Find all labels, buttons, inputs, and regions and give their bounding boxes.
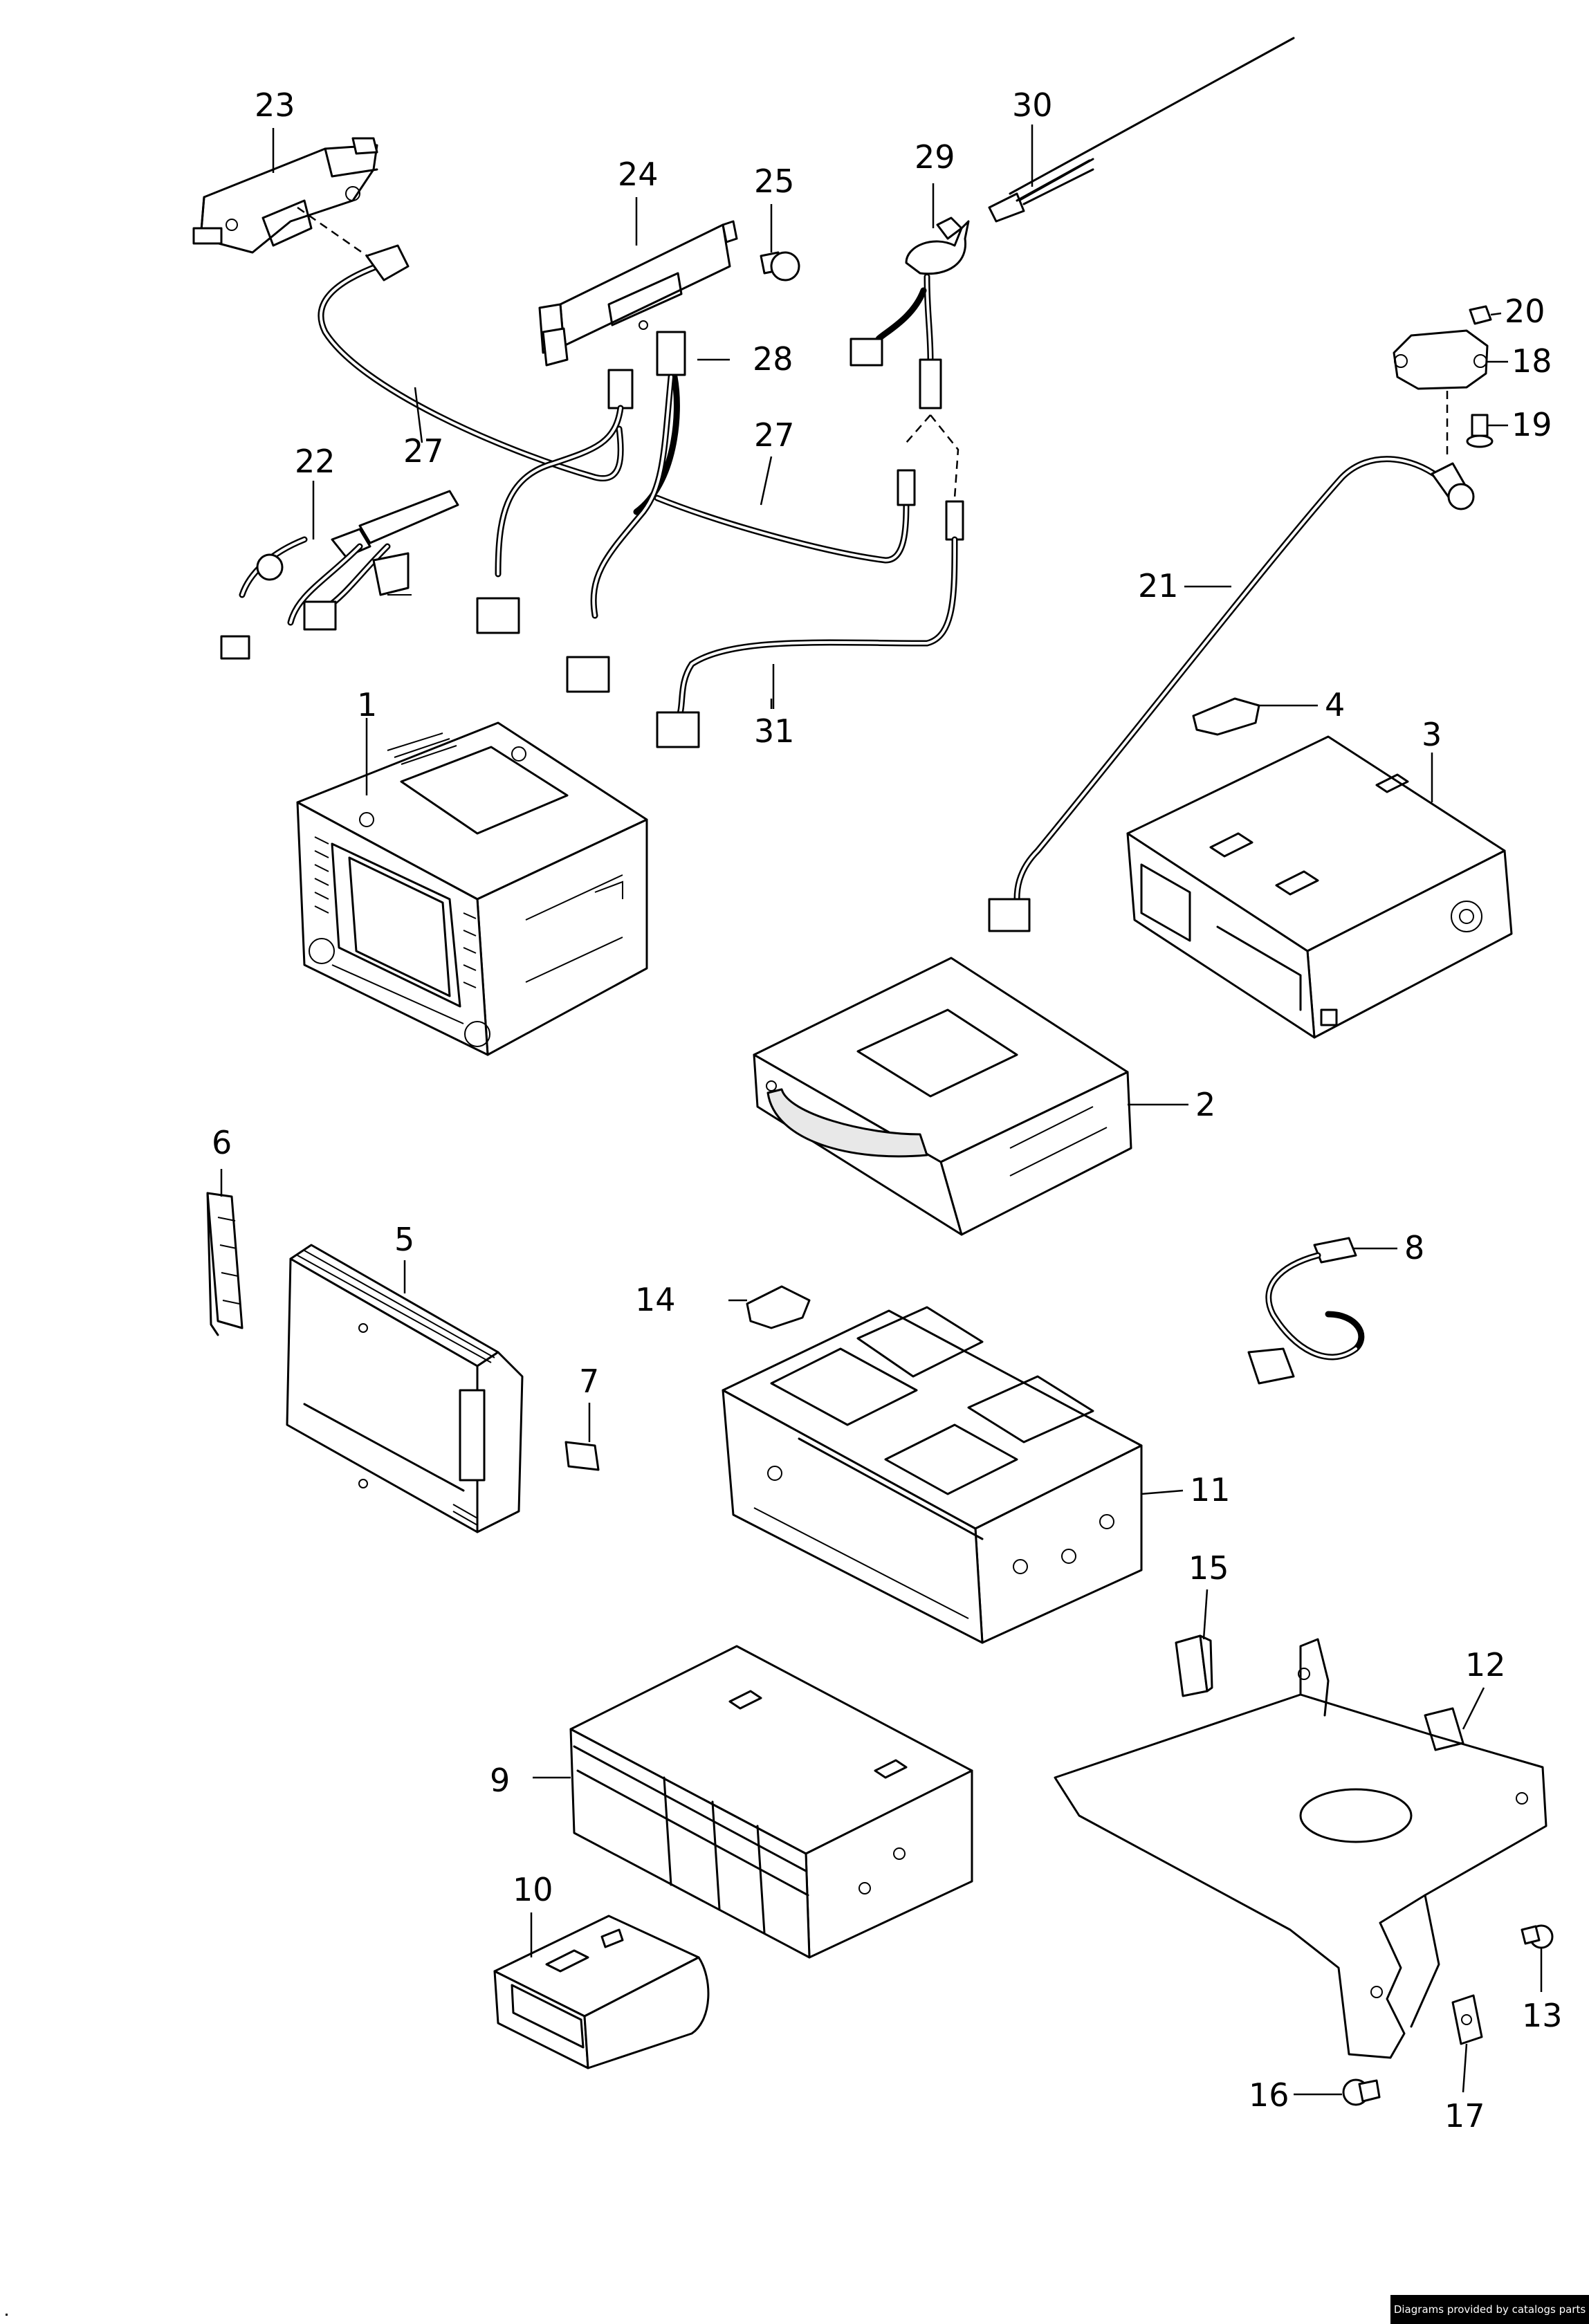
callout-13: 13 (1522, 1997, 1563, 2034)
leader-lines (220, 124, 1543, 2096)
dash-23-27 (297, 206, 378, 264)
callout-5: 5 (394, 1221, 414, 1258)
callout-3: 3 (1422, 716, 1442, 753)
part-15-clip (1175, 1634, 1213, 1697)
callout-19: 19 (1512, 406, 1552, 443)
part-22-harness (220, 490, 459, 660)
part-17-nut (1451, 1994, 1483, 2045)
callout-28: 28 (753, 340, 793, 378)
credit-badge: Diagrams provided by catalogs parts (1390, 2295, 1589, 2324)
part-25-clip (760, 251, 800, 282)
part-1-head-unit (296, 721, 648, 1056)
part-4-clip (1192, 697, 1260, 736)
callout-11: 11 (1190, 1471, 1231, 1509)
part-29-antenna-base (849, 216, 970, 409)
callout-24: 24 (618, 156, 659, 193)
callout-1: 1 (357, 686, 377, 723)
callout-6: 6 (212, 1124, 232, 1161)
part-28-cable (476, 331, 686, 693)
part-27-cable-mid (654, 469, 916, 564)
callout-17: 17 (1444, 2097, 1485, 2134)
part-8-cable (1247, 1237, 1365, 1385)
callout-20: 20 (1505, 293, 1545, 330)
callout-14: 14 (635, 1281, 676, 1318)
callout-12: 12 (1465, 1646, 1506, 1684)
callout-9: 9 (490, 1762, 510, 1799)
callout-4: 4 (1325, 686, 1345, 723)
part-5-amplifier (286, 1244, 524, 1533)
part-7-clip (564, 1441, 600, 1471)
part-6-bracket (206, 1192, 244, 1336)
part-31-cable (656, 500, 964, 748)
part-27-cable-left (318, 244, 624, 481)
part-19-screw (1466, 414, 1494, 448)
callout-27-mid: 27 (754, 416, 795, 454)
part-12-bracket (1054, 1638, 1547, 2059)
part-24-module (538, 220, 738, 367)
callout-23: 23 (255, 86, 295, 124)
part-20-nut (1469, 305, 1492, 325)
callout-29: 29 (915, 138, 955, 176)
part-10-magazine (493, 1915, 710, 2069)
callout-15: 15 (1188, 1549, 1229, 1587)
callout-7: 7 (579, 1363, 599, 1400)
part-18-sensor (1393, 329, 1489, 390)
part-30-antenna-mast (988, 37, 1295, 223)
callout-21: 21 (1138, 567, 1179, 605)
callout-10: 10 (513, 1871, 553, 1908)
part-14-clip (746, 1285, 811, 1329)
callout-8: 8 (1404, 1229, 1424, 1266)
callout-labels: 23 24 25 29 30 20 18 19 28 27 27 22 21 3… (212, 86, 1563, 2134)
part-23-amplifier (192, 137, 378, 254)
part-11-cage (722, 1306, 1143, 1644)
callout-30: 30 (1012, 86, 1053, 124)
corner-dot (6, 2314, 8, 2316)
part-21-cable (988, 456, 1475, 932)
callout-16: 16 (1249, 2076, 1289, 2114)
part-3-frame (1126, 735, 1513, 1039)
callout-22: 22 (295, 443, 336, 480)
callout-18: 18 (1512, 342, 1552, 380)
callout-2: 2 (1195, 1086, 1215, 1123)
dash-29-31 (906, 414, 959, 499)
part-13-bolt (1521, 1924, 1554, 1949)
part-9-changer (569, 1645, 973, 1959)
callout-27-left: 27 (403, 432, 444, 470)
callout-31: 31 (754, 712, 795, 750)
part-16-bolt (1342, 2078, 1381, 2106)
part-2-drive (753, 957, 1132, 1236)
callout-25: 25 (754, 163, 795, 200)
